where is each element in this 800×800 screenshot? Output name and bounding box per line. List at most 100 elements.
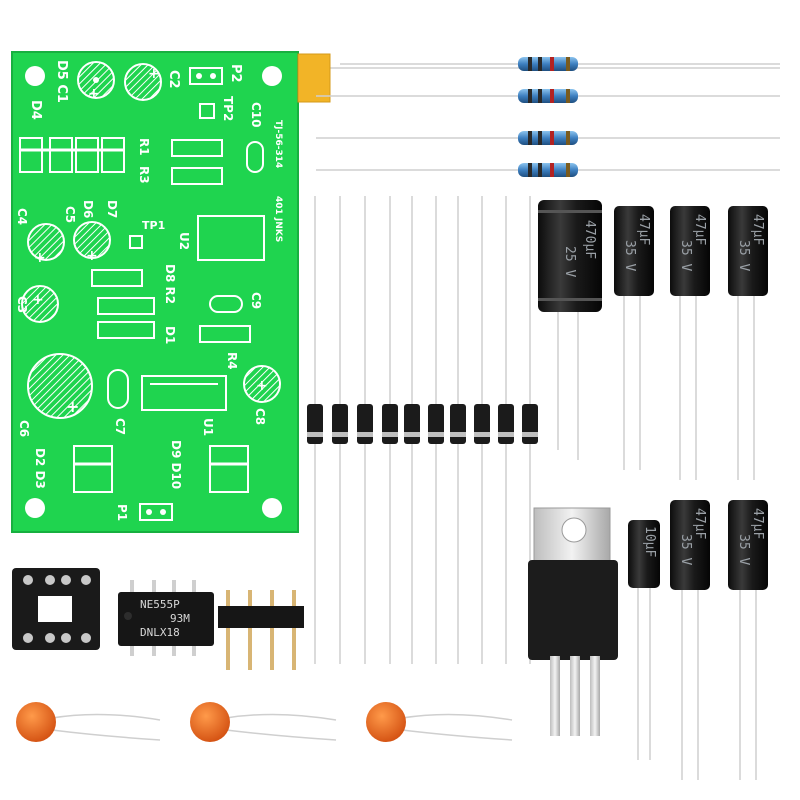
- silk-label: +: [34, 250, 46, 266]
- resistor: [316, 89, 780, 103]
- silk-label: P2: [228, 64, 243, 83]
- ceramic-capacitor: [190, 702, 337, 742]
- silk-label: +: [66, 397, 79, 416]
- silk-label: +: [148, 66, 160, 82]
- cap-rating: 35 V: [678, 534, 693, 565]
- silk-label: C6: [17, 420, 31, 437]
- footprint-tp2: [199, 103, 215, 119]
- silk-label: +: [256, 378, 268, 394]
- silk-label: C5: [63, 206, 77, 223]
- silk-label: D1: [163, 326, 177, 344]
- mounting-hole-icon: [25, 498, 45, 518]
- silk-label: 401 JNKS: [273, 196, 283, 242]
- footprint-c10: [246, 141, 264, 173]
- footprint-r1: [171, 139, 223, 157]
- diode: [332, 196, 348, 664]
- resistor: [316, 131, 780, 145]
- silk-label: TP2: [221, 96, 235, 121]
- silk-label: D7: [105, 200, 119, 218]
- silk-label: R4: [225, 352, 239, 370]
- silk-label: +: [86, 248, 98, 264]
- footprint-p2: [189, 67, 223, 85]
- footprint-r4: [199, 325, 251, 343]
- cap-rating: 35 V: [622, 240, 637, 271]
- footprint-d8: [91, 269, 143, 287]
- capacitor-10uf: 10μF: [628, 520, 660, 760]
- mounting-hole-icon: [262, 498, 282, 518]
- pin-header: [218, 590, 304, 670]
- footprint-r3: [171, 167, 223, 185]
- footprint-u1: [141, 375, 227, 411]
- silk-label: C9: [249, 292, 263, 309]
- footprint-c4: [27, 223, 65, 261]
- chip-marking: 93M: [170, 612, 190, 625]
- capacitor-47uf: 47μF 35 V: [614, 206, 654, 470]
- footprint-c9: [209, 295, 243, 313]
- footprint-c6: [27, 353, 93, 419]
- silk-label: C4: [15, 208, 29, 225]
- capacitor-47uf: 47μF 35 V: [670, 500, 710, 780]
- diode: [498, 196, 514, 664]
- silk-label: C10: [249, 102, 263, 128]
- footprint-d2d3: [73, 445, 113, 493]
- cap-rating: 47μF: [692, 508, 707, 539]
- diode: [357, 196, 373, 664]
- resistor: [340, 57, 780, 71]
- mounting-hole-icon: [262, 66, 282, 86]
- cap-rating: 25 V: [562, 246, 577, 277]
- silk-label: U1: [201, 418, 215, 436]
- ic-socket: [12, 568, 100, 650]
- silk-label: D2 D3: [33, 448, 47, 489]
- cap-rating: 35 V: [736, 240, 751, 271]
- diode: [474, 196, 490, 664]
- footprint-diodes-top: [19, 137, 125, 173]
- silk-label: D9 D10: [169, 440, 183, 489]
- diode: [450, 196, 466, 664]
- silk-label: C3: [15, 296, 29, 313]
- ceramic-capacitor: [16, 702, 161, 742]
- silk-label: C8: [253, 408, 267, 425]
- cap-rating: 47μF: [636, 214, 651, 245]
- footprint-c8: [243, 365, 281, 403]
- resistor: [316, 163, 780, 177]
- silk-label: C2: [166, 70, 181, 89]
- cap-rating: 10μF: [642, 526, 657, 557]
- silk-label: TP1: [142, 219, 165, 232]
- cap-rating: 35 V: [678, 240, 693, 271]
- footprint-u2: [197, 215, 265, 261]
- silk-label: TJ-56-314: [273, 120, 283, 168]
- footprint-d1: [97, 321, 155, 339]
- capacitor-470uf: 470μF 25 V: [538, 200, 602, 460]
- voltage-regulator: [528, 507, 618, 736]
- silk-label: D8 R2: [163, 264, 177, 304]
- ceramic-capacitor: [366, 702, 513, 742]
- cap-rating: 470μF: [582, 220, 597, 259]
- silk-label: P1: [115, 504, 129, 521]
- resistor-group: [316, 57, 780, 177]
- diode: [307, 196, 323, 664]
- chip-marking: NE555P: [140, 598, 180, 611]
- ne555-chip: NE555P 93M DNLX18: [118, 580, 214, 656]
- diode: [404, 196, 420, 664]
- cap-rating: 47μF: [692, 214, 707, 245]
- cap-rating: 35 V: [736, 534, 751, 565]
- footprint-c1: [77, 61, 115, 99]
- cap-rating: 47μF: [750, 508, 765, 539]
- footprint-c5: [73, 221, 111, 259]
- silk-label: +: [88, 86, 100, 102]
- silk-label: R3: [137, 166, 151, 184]
- silk-label: R1: [137, 138, 151, 156]
- silk-label: +: [32, 292, 44, 308]
- capacitor-47uf: 47μF 35 V: [670, 206, 710, 480]
- chip-marking: DNLX18: [140, 626, 180, 639]
- footprint-tp1: [129, 235, 143, 249]
- footprint-r2: [97, 297, 155, 315]
- footprint-c7: [107, 369, 129, 409]
- silk-label: D5 C1: [54, 60, 69, 103]
- diode-group: [307, 196, 538, 664]
- silk-label: D6: [81, 200, 95, 218]
- pcb-board: D4 D5 C1 C2 P2 TP2 C10 TJ-56-314 R1 R3 4…: [11, 51, 299, 533]
- silk-label: D4: [28, 100, 43, 120]
- cap-rating: 47μF: [750, 214, 765, 245]
